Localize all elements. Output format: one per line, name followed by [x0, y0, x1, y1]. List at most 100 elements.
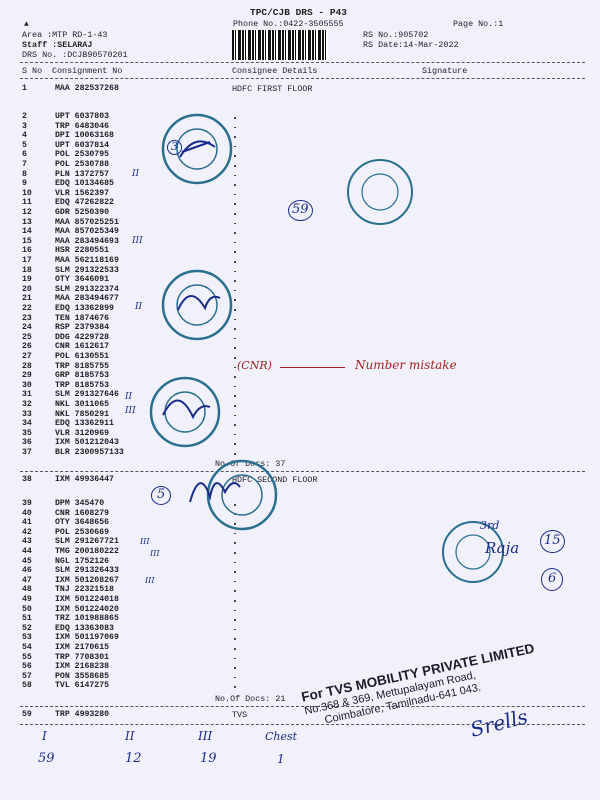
row-sno: 29	[22, 371, 32, 381]
row-sno: 9	[22, 179, 27, 189]
summary-label-2: II	[125, 729, 135, 743]
signature-dot	[234, 145, 236, 148]
row-consignment-no: POL 6130551	[55, 352, 110, 361]
summary-label-4: Chest	[265, 730, 298, 743]
signature-dot	[234, 523, 236, 525]
signature-dot	[234, 443, 236, 445]
signature-dot	[234, 676, 236, 679]
row-consignment-no: IXM 501197069	[55, 633, 119, 643]
hdfc-stamp-2	[161, 269, 233, 341]
divider	[20, 706, 585, 707]
page-number: Page No.:1	[453, 19, 504, 29]
rs-number: RS No.:905702	[363, 30, 429, 40]
row-consignment-no: SLM 291322533	[55, 265, 119, 275]
row-consignment-no: MAA 283494677	[55, 294, 119, 304]
row-consignment-no: MAA 857025251	[55, 217, 119, 227]
row-sno: 55	[22, 652, 32, 662]
row-sno: 10	[22, 188, 32, 198]
signature-dot	[234, 667, 236, 669]
signature-dot	[234, 571, 236, 573]
row-sno: 20	[22, 284, 32, 294]
row-sno: 6	[22, 150, 27, 160]
hdfc-stamp-6	[442, 521, 504, 583]
row-consignment-no: OTY 3648656	[55, 518, 110, 528]
hdfc-stamp-3	[149, 376, 221, 448]
consignee-group-3: TVS	[232, 710, 248, 720]
circled-15: 15	[540, 530, 565, 553]
row-sno: 11	[22, 198, 32, 208]
row-consignment-no: NKL 3011065	[55, 400, 110, 409]
signature-dot	[234, 433, 236, 436]
row-consignment-no: GRP 8185753	[55, 371, 110, 381]
signature-dot	[234, 414, 236, 417]
row-consignment-no: DDG 4229728	[55, 332, 110, 342]
summary-value-2: 12	[125, 751, 142, 766]
mark: II	[135, 302, 143, 312]
row-consignment-no: IXM 2170615	[55, 643, 110, 652]
row-consignment-no: POL 2530669	[55, 527, 110, 537]
row-sno: 5	[22, 140, 27, 150]
signature-dot	[234, 552, 236, 554]
row-consignment-no: MAA 562118169	[55, 256, 119, 265]
signature-dot	[234, 328, 236, 330]
signature-dot	[234, 203, 236, 205]
col-sno: S No	[22, 66, 43, 76]
row-sno: 15	[22, 236, 32, 246]
row-consignment-no: SLM 291267721	[55, 537, 119, 547]
row-sno: 47	[22, 575, 32, 585]
row-consignment-no: POL 2530795	[55, 150, 110, 160]
signature-dot	[234, 453, 236, 455]
row-sno: 54	[22, 643, 32, 652]
row-sno: 56	[22, 662, 32, 672]
col-signature: Signature	[422, 66, 468, 76]
signature-dot	[234, 213, 236, 215]
row-consignment-no: TRZ 101988865	[55, 614, 119, 624]
row-sno: 24	[22, 323, 32, 333]
hdfc-stamp-5	[347, 159, 413, 225]
row-sno: 28	[22, 361, 32, 371]
row-consignment-no: IXM 501212043	[55, 438, 119, 448]
row-consignment-no: UPT 6037803	[55, 112, 110, 121]
mark: III	[140, 537, 150, 546]
number-mistake-note: Number mistake	[355, 358, 457, 372]
row-consignment-no: EDQ 13362911	[55, 419, 114, 429]
signature-dot	[234, 347, 236, 349]
signature-dot	[234, 299, 236, 301]
signature-dot	[234, 628, 236, 631]
row-consignment-no: NGL 1752126	[55, 556, 110, 566]
row-sno: 8	[22, 169, 27, 179]
signature-dot	[234, 638, 236, 640]
consignee-group-1: HDFC FIRST FLOOR	[232, 84, 313, 94]
divider	[20, 62, 585, 63]
table-row: 6 POL 2530795	[0, 150, 240, 160]
circled-59: 59	[288, 200, 313, 221]
row-consignment-no: MAA 282537268	[55, 84, 119, 93]
row-sno: 23	[22, 313, 32, 323]
row-consignment-no: SLM 291326433	[55, 566, 119, 576]
row-consignment-no: IXM 49936447	[55, 475, 114, 484]
phone-number: Phone No.:0422-3505555	[233, 19, 344, 29]
row-consignment-no: TNJ 22321518	[55, 585, 114, 595]
row-sno: 32	[22, 400, 32, 409]
summary-label-1: I	[42, 729, 47, 743]
summary-value-1: 59	[38, 751, 55, 766]
row-sno: 31	[22, 390, 32, 400]
